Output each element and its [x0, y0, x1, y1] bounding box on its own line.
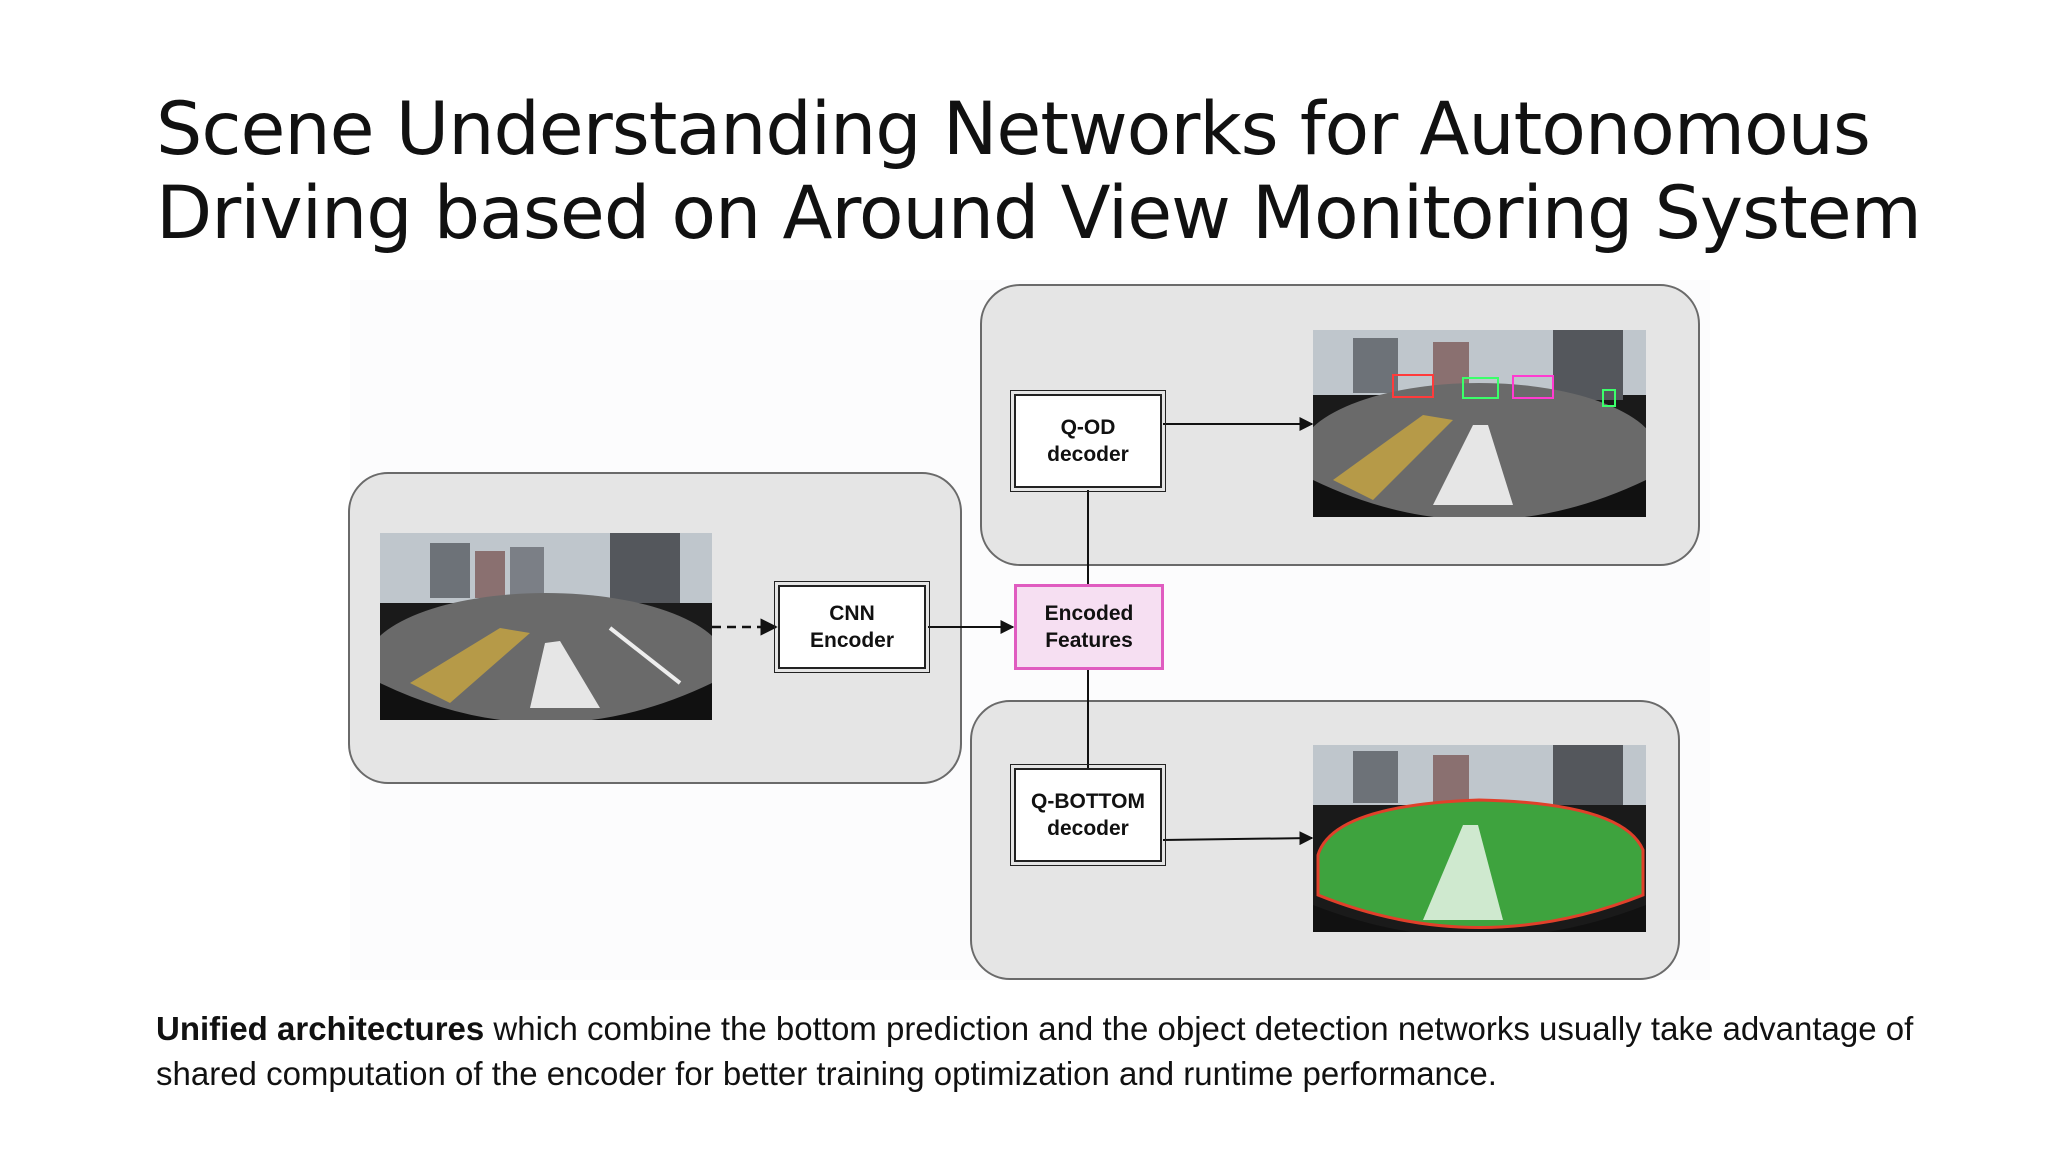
- q-od-decoder-node: Q-OD decoder: [1010, 390, 1166, 492]
- cnn-encoder-label-1: CNN: [829, 602, 875, 625]
- slide-title-line-1: Scene Understanding Networks for Autonom…: [156, 87, 1871, 172]
- slide-title-line-2: Driving based on Around View Monitoring …: [156, 171, 1922, 256]
- slide-caption: Unified architectures which combine the …: [156, 1006, 2016, 1096]
- q-od-label-1: Q-OD: [1060, 416, 1116, 439]
- q-bottom-label-1: Q-BOTTOM: [1031, 790, 1145, 813]
- encoded-features-label-2: Features: [1045, 629, 1133, 652]
- caption-text: which combine the bottom prediction and …: [156, 1010, 1914, 1092]
- caption-bold-lead: Unified architectures: [156, 1010, 485, 1047]
- encoded-features-node: Encoded Features: [1014, 584, 1164, 670]
- q-od-label-2: decoder: [1047, 443, 1129, 466]
- cnn-encoder-label-2: Encoder: [809, 629, 895, 652]
- object-detection-output-photo: [1313, 330, 1646, 517]
- bottom-segmentation-output-photo: [1313, 745, 1646, 932]
- q-bottom-label-2: decoder: [1047, 817, 1129, 840]
- q-bottom-decoder-node: Q-BOTTOM decoder: [1010, 764, 1166, 866]
- encoded-features-label-1: Encoded: [1044, 602, 1134, 625]
- cnn-encoder-node: CNN Encoder: [774, 581, 930, 673]
- fisheye-input-photo: [380, 533, 712, 720]
- slide-title: Scene Understanding Networks for Autonom…: [156, 88, 1956, 256]
